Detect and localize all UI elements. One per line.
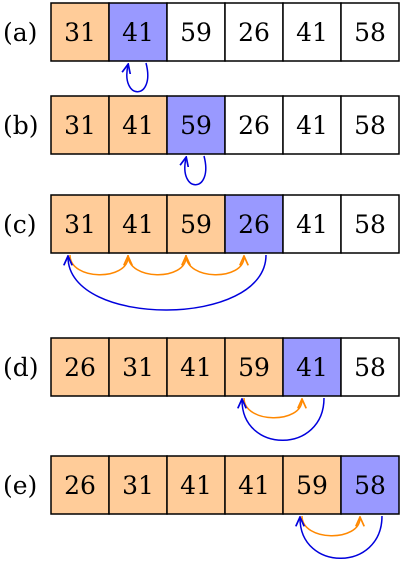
insert-arrow (242, 398, 325, 441)
steps-group: (a) 31 41 59 26 41 58 (b) 31 41 59 26 41 58 (c) 31 41 59 2… (3, 2, 400, 559)
step-row: (b) 31 41 59 26 41 58 (3, 95, 400, 186)
cell-value: 59 (180, 210, 212, 239)
cell-value: 41 (238, 471, 270, 500)
array-cell-key (108, 2, 168, 62)
cell-value: 59 (180, 18, 212, 47)
cell-value: 26 (64, 471, 96, 500)
array-cell-unsorted (340, 194, 400, 254)
cell-value: 31 (64, 210, 96, 239)
cell-value: 59 (296, 471, 328, 500)
step-label: (c) (3, 210, 37, 239)
move-arrow (69, 255, 128, 276)
array-cell-unsorted (282, 2, 342, 62)
cell-value: 31 (64, 111, 96, 140)
step-label: (d) (3, 353, 39, 382)
array-cell-unsorted (224, 95, 284, 155)
array-cell-unsorted (340, 95, 400, 155)
array-cell-unsorted (340, 2, 400, 62)
cell-value: 31 (64, 18, 96, 47)
array-cell-key (340, 455, 400, 515)
cell-value: 58 (354, 471, 386, 500)
cell-value: 31 (122, 471, 154, 500)
cell-value: 41 (180, 471, 212, 500)
step-label: (e) (3, 471, 37, 500)
array-cell-sorted (50, 337, 110, 397)
insert-arrow (68, 255, 267, 311)
cell-value: 41 (296, 111, 328, 140)
cell-value: 58 (354, 111, 386, 140)
step-label: (a) (3, 18, 37, 47)
array-cell-sorted (224, 455, 284, 515)
cell-value: 26 (64, 353, 96, 382)
insert-arrow (127, 63, 149, 93)
cell-value: 58 (354, 210, 386, 239)
cell-value: 31 (122, 353, 154, 382)
cell-value: 58 (354, 18, 386, 47)
step-row: (d) 26 31 41 59 41 58 (3, 337, 400, 441)
array-cell-sorted (166, 455, 226, 515)
cell-value: 26 (238, 210, 270, 239)
cell-value: 41 (296, 210, 328, 239)
step-row: (c) 31 41 59 26 41 58 (3, 194, 400, 311)
cell-value: 41 (296, 353, 328, 382)
cell-value: 26 (238, 111, 270, 140)
array-cell-sorted (108, 337, 168, 397)
array-cell-sorted (50, 95, 110, 155)
cell-value: 26 (238, 18, 270, 47)
insert-arrow (300, 516, 383, 559)
array-cell-sorted (50, 194, 110, 254)
move-arrow (301, 516, 360, 537)
array-cell-key (166, 95, 226, 155)
cell-value: 41 (122, 18, 154, 47)
array-cell-sorted (50, 2, 110, 62)
step-row: (a) 31 41 59 26 41 58 (3, 2, 400, 93)
step-label: (b) (3, 111, 39, 140)
cell-value: 41 (122, 210, 154, 239)
array-cell-sorted (108, 95, 168, 155)
array-cell-sorted (108, 194, 168, 254)
array-cell-sorted (50, 455, 110, 515)
move-arrow (243, 398, 302, 419)
array-cell-unsorted (166, 2, 226, 62)
insert-arrow (185, 156, 207, 186)
array-cell-sorted (166, 337, 226, 397)
cell-value: 41 (180, 353, 212, 382)
cell-value: 59 (180, 111, 212, 140)
array-cell-unsorted (340, 337, 400, 397)
cell-value: 41 (122, 111, 154, 140)
cell-value: 41 (296, 18, 328, 47)
array-cell-sorted (282, 455, 342, 515)
cell-value: 59 (238, 353, 270, 382)
array-cell-unsorted (282, 194, 342, 254)
move-arrow (127, 255, 186, 276)
cell-value: 58 (354, 353, 386, 382)
move-arrow (185, 255, 244, 276)
array-cell-key (224, 194, 284, 254)
step-row: (e) 26 31 41 41 59 58 (3, 455, 400, 559)
array-cell-sorted (224, 337, 284, 397)
array-cell-key (282, 337, 342, 397)
